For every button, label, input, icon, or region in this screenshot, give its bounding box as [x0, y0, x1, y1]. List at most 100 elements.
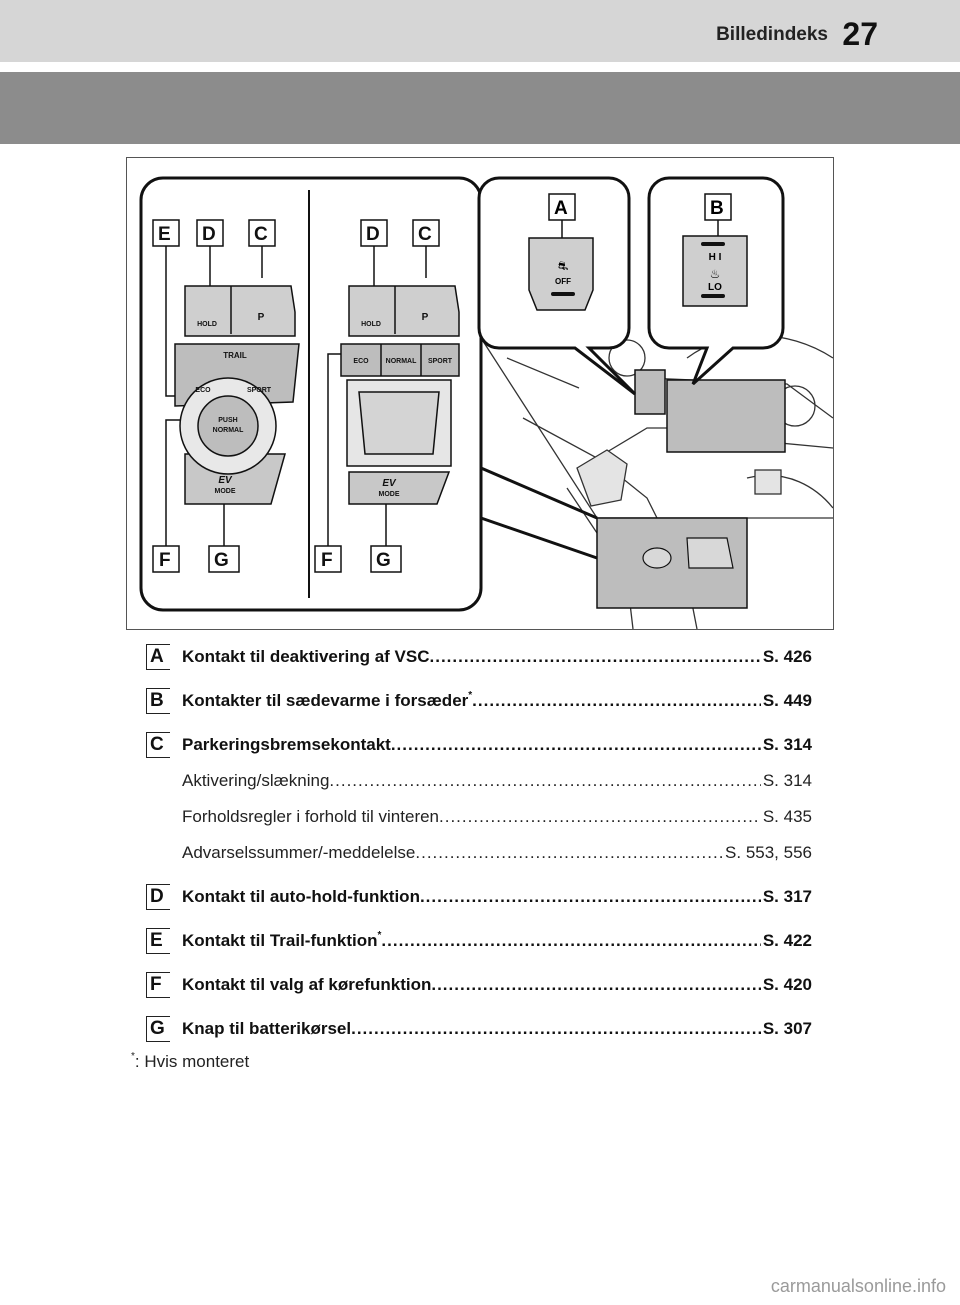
pointer-lines: [480, 466, 598, 560]
callout-f-label: F: [159, 550, 171, 571]
mode-label: MODE: [215, 488, 236, 495]
entry-label: Knap til batterikørsel: [182, 1019, 352, 1038]
vsc-switch-location: [634, 369, 666, 415]
callout-c-label: C: [254, 224, 268, 245]
ev-switch-housing-2: [348, 471, 451, 505]
entry-letter: C: [146, 732, 170, 758]
hold-label-2: HOLD: [361, 321, 381, 328]
normal-label: NORMAL: [213, 427, 244, 434]
callout-c-2-label: C: [418, 224, 432, 245]
entry-label: Kontakter til sædevarme i forsæder: [182, 691, 469, 710]
push-normal-button: [197, 395, 259, 457]
controls-illustration: E D C F G D C F G HOLD: [126, 157, 834, 630]
sub-entry-label: Advarselssummer/-meddelelse: [182, 843, 416, 862]
footnote-text: : Hvis monteret: [134, 1052, 250, 1071]
callout-c: [248, 219, 276, 247]
entry-page[interactable]: S. 422: [762, 931, 812, 950]
section-title: Billedindeks: [716, 24, 828, 45]
callout-e: [152, 219, 180, 247]
footnote-mark: *: [468, 690, 473, 701]
callout-a-label: A: [554, 198, 568, 219]
sub-entry-label: Forholdsregler i forhold til vinteren: [182, 807, 440, 826]
park-label-2: P: [422, 312, 429, 323]
entry-page[interactable]: S. 420: [762, 975, 812, 994]
park-hold-housing: [184, 285, 296, 337]
callout-f-2-label: F: [321, 550, 333, 571]
eco-button-label: ECO: [353, 358, 369, 365]
entry-a: A Kontakt til deaktivering af VSC S. 426: [146, 640, 812, 680]
push-label: PUSH: [218, 417, 237, 424]
entry-letter: G: [146, 1016, 170, 1042]
sub-entry: Advarselssummer/-meddelelse S. 553, 556: [146, 836, 812, 876]
eco-arc-label: ECO: [195, 387, 211, 394]
entry-page[interactable]: S. 426: [762, 647, 812, 666]
callout-e-label: E: [158, 224, 171, 245]
vsc-off-label: OFF: [555, 277, 571, 286]
entry-g: G Knap til batterikørsel S. 307: [146, 1012, 812, 1052]
entry-letter: F: [146, 972, 170, 998]
switch-cluster-location: [596, 517, 748, 609]
drive-mode-buttons: [340, 343, 460, 377]
callout-d-2: [360, 219, 388, 247]
callout-a: [548, 193, 576, 221]
hold-label: HOLD: [197, 321, 217, 328]
sport-arc-label: SPORT: [247, 387, 272, 394]
sport-button-label: SPORT: [428, 358, 453, 365]
page-header: Billedindeks 27: [0, 0, 960, 62]
callout-b-label: B: [710, 198, 724, 219]
park-hold-housing-2: [348, 285, 460, 337]
controls-drawing: E D C F G D C F G HOLD: [139, 176, 833, 629]
callout-f-2: [314, 545, 342, 573]
footnote-mark: *: [377, 930, 382, 941]
entry-label: Kontakt til deaktivering af VSC: [182, 647, 430, 666]
sub-entry-page[interactable]: S. 553, 556: [725, 843, 812, 862]
entry-d: D Kontakt til auto-hold-funktion S. 317: [146, 880, 812, 920]
entry-label: Parkeringsbremsekontakt: [182, 735, 391, 754]
seat-heater-lo-label: LO: [708, 282, 722, 293]
callout-g-2-label: G: [376, 550, 391, 571]
entry-page[interactable]: S. 449: [762, 691, 812, 710]
callout-g-2: [370, 545, 402, 573]
callout-c-2: [412, 219, 440, 247]
seat-heater-location: [666, 379, 786, 453]
sub-entry: Aktivering/slækning S. 314: [146, 764, 812, 804]
park-label: P: [258, 312, 265, 323]
entry-letter: B: [146, 688, 170, 714]
callout-b: [704, 193, 732, 221]
header-band: [0, 72, 960, 144]
page-number: 27: [842, 16, 878, 52]
callout-d-label: D: [202, 224, 216, 245]
sub-entry: Forholdsregler i forhold til vinteren S. …: [146, 800, 812, 840]
footnote-asterisk: *: [131, 1051, 135, 1062]
ev-label: EV: [218, 475, 233, 486]
entry-c: C Parkeringsbremsekontakt S. 314: [146, 728, 812, 768]
car-skid-icon: ⛐: [558, 259, 568, 273]
footnote: *: Hvis monteret: [131, 1052, 249, 1072]
sub-entry-page[interactable]: S. 314: [762, 771, 812, 790]
entry-letter: D: [146, 884, 170, 910]
entry-page[interactable]: S. 307: [762, 1019, 812, 1038]
callout-f: [152, 545, 180, 573]
seat-heater-hi-label: H I: [709, 252, 722, 263]
entry-page[interactable]: S. 314: [762, 735, 812, 754]
callout-g: [208, 545, 240, 573]
seat-heater-icon: ♨: [710, 267, 721, 281]
entry-label: Kontakt til valg af kørefunktion: [182, 975, 432, 994]
mode-label-2: MODE: [379, 491, 400, 498]
entry-label: Kontakt til auto-hold-funktion: [182, 887, 420, 906]
vsc-off-switch: [528, 237, 594, 311]
entry-e: E Kontakt til Trail-funktion*S. 422: [146, 924, 812, 964]
entry-page[interactable]: S. 317: [762, 887, 812, 906]
callout-d-2-label: D: [366, 224, 380, 245]
entry-b: B Kontakter til sædevarme i forsæder* S. …: [146, 684, 812, 724]
normal-button-label: NORMAL: [386, 358, 417, 365]
entry-letter: E: [146, 928, 170, 954]
callout-g-label: G: [214, 550, 229, 571]
entry-letter: A: [146, 644, 170, 670]
watermark: carmanualsonline.info: [770, 1276, 946, 1296]
entry-f: F Kontakt til valg af kørefunktion S. 420: [146, 968, 812, 1008]
sub-entry-page[interactable]: S. 435: [762, 807, 812, 826]
trail-label: TRAIL: [223, 351, 247, 360]
ev-label-2: EV: [382, 478, 397, 489]
sub-entry-label: Aktivering/slækning: [182, 771, 330, 790]
